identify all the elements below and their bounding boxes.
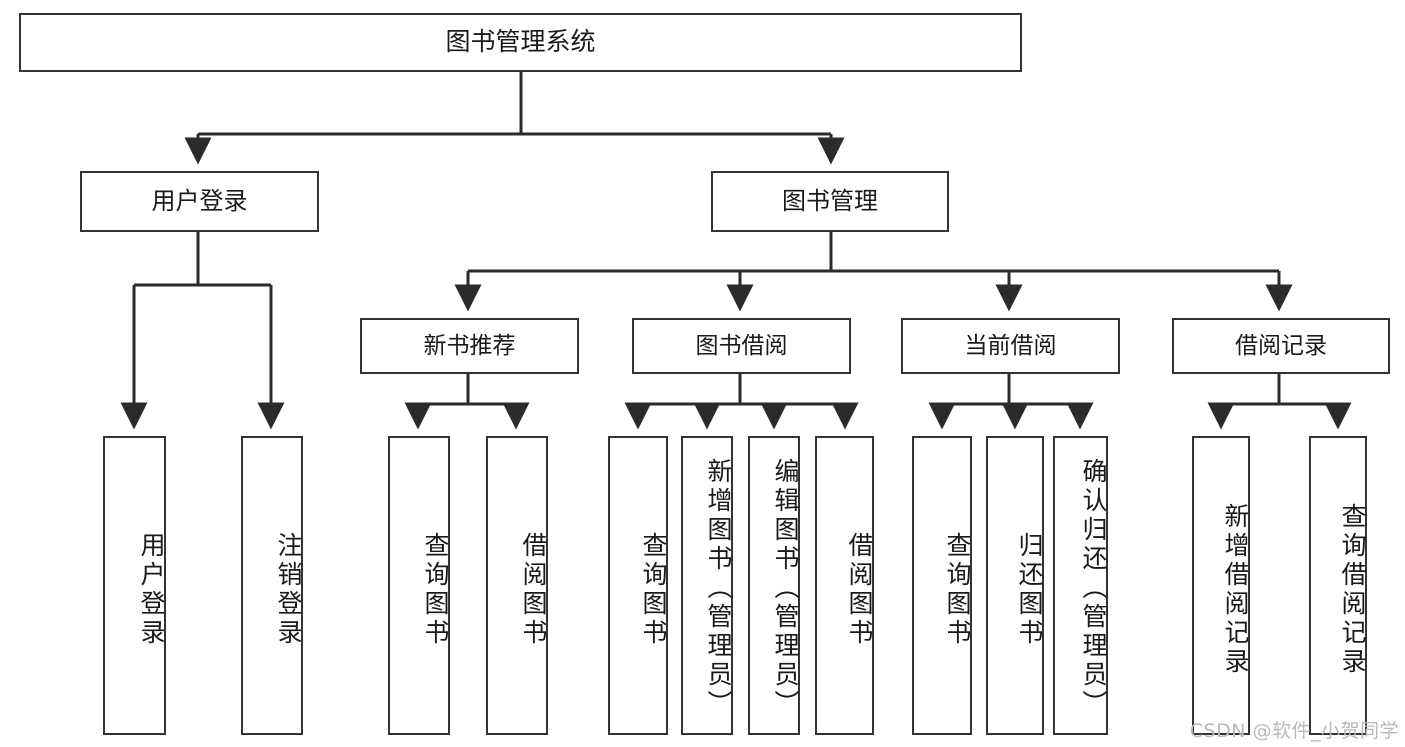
node-book-borrow-label: 图书借阅 — [695, 332, 788, 359]
node-leaf-query-book-borrow-label: 查询图书 — [639, 531, 668, 648]
node-leaf-borrow-book-recommend[interactable]: 借阅图书 — [486, 436, 548, 735]
node-leaf-confirm-return-admin-label: 确认归还（管理员） — [1079, 458, 1108, 719]
node-current-borrow[interactable]: 当前借阅 — [901, 318, 1120, 374]
node-borrow-record[interactable]: 借阅记录 — [1172, 318, 1390, 374]
node-leaf-borrow-book-label: 借阅图书 — [845, 531, 874, 648]
node-leaf-return-book[interactable]: 归还图书 — [986, 436, 1044, 735]
node-leaf-confirm-return-admin[interactable]: 确认归还（管理员） — [1053, 436, 1108, 735]
node-leaf-user-login-label: 用户登录 — [137, 531, 166, 648]
node-root-label: 图书管理系统 — [445, 27, 596, 57]
node-leaf-edit-book-admin[interactable]: 编辑图书（管理员） — [748, 436, 800, 735]
node-leaf-borrow-book-recommend-label: 借阅图书 — [519, 531, 548, 648]
node-leaf-query-borrow-record[interactable]: 查询借阅记录 — [1309, 436, 1367, 735]
node-book-borrow[interactable]: 图书借阅 — [632, 318, 851, 374]
node-leaf-user-login[interactable]: 用户登录 — [103, 436, 166, 735]
node-leaf-add-book-admin-label: 新增图书（管理员） — [704, 458, 733, 719]
node-leaf-logout[interactable]: 注销登录 — [241, 436, 303, 735]
node-book-management-label: 图书管理 — [782, 186, 878, 215]
node-leaf-query-borrow-record-label: 查询借阅记录 — [1338, 502, 1367, 677]
node-leaf-return-book-label: 归还图书 — [1015, 531, 1044, 648]
node-leaf-query-book-current[interactable]: 查询图书 — [912, 436, 972, 735]
node-leaf-query-book-recommend-label: 查询图书 — [421, 531, 450, 648]
node-leaf-query-book-recommend[interactable]: 查询图书 — [388, 436, 450, 735]
node-root[interactable]: 图书管理系统 — [19, 13, 1022, 72]
node-leaf-add-borrow-record-label: 新增借阅记录 — [1221, 502, 1250, 677]
node-leaf-edit-book-admin-label: 编辑图书（管理员） — [771, 458, 800, 719]
node-leaf-add-borrow-record[interactable]: 新增借阅记录 — [1192, 436, 1250, 735]
node-leaf-add-book-admin[interactable]: 新增图书（管理员） — [681, 436, 733, 735]
node-borrow-record-label: 借阅记录 — [1235, 332, 1327, 359]
node-current-borrow-label: 当前借阅 — [964, 332, 1057, 359]
watermark-text: CSDN @软件_小贺同学 — [1189, 720, 1399, 742]
node-leaf-logout-label: 注销登录 — [274, 531, 303, 648]
node-user-login-label: 用户登录 — [151, 186, 248, 215]
node-new-book-recommend-label: 新书推荐 — [423, 332, 516, 359]
node-leaf-borrow-book[interactable]: 借阅图书 — [815, 436, 874, 735]
node-leaf-query-book-borrow[interactable]: 查询图书 — [608, 436, 668, 735]
node-new-book-recommend[interactable]: 新书推荐 — [360, 318, 579, 374]
node-leaf-query-book-current-label: 查询图书 — [943, 531, 972, 648]
node-book-management[interactable]: 图书管理 — [711, 171, 949, 232]
node-user-login[interactable]: 用户登录 — [80, 171, 319, 232]
